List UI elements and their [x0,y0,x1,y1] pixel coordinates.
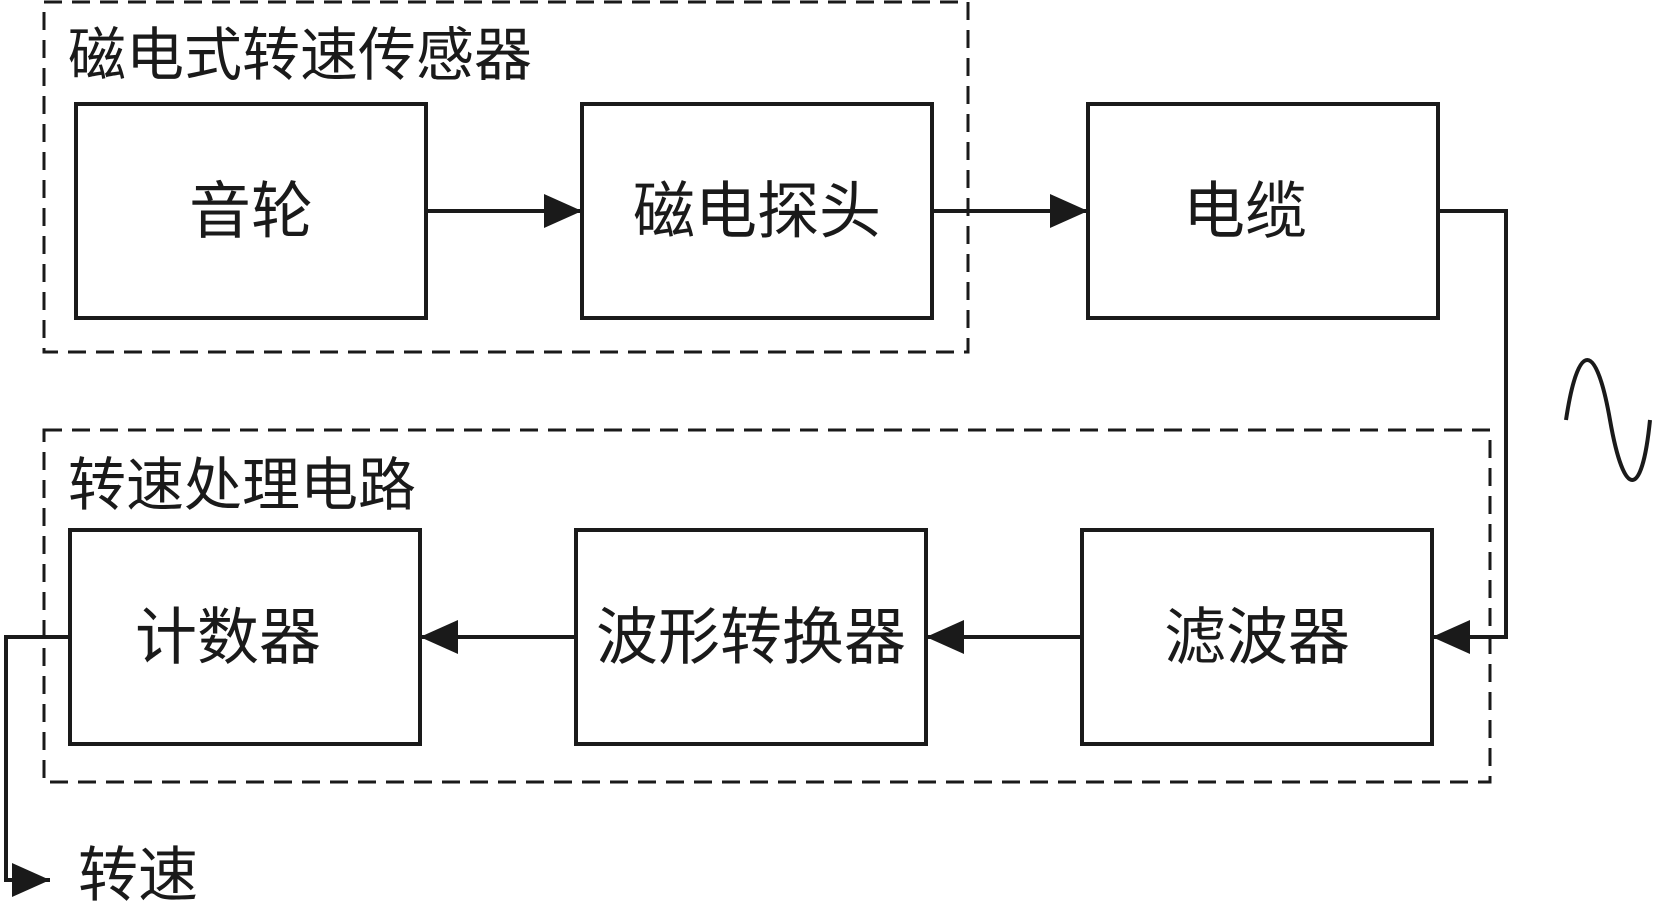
group-processing-frame [42,428,1492,784]
block-counter-frame [68,528,422,746]
arrow-cable-to-filter [1432,209,1508,654]
block-counter-label: 计数器 [135,601,321,674]
block-cable: 电缆 [1086,102,1440,320]
block-magnetic-probe-label: 磁电探头 [633,175,881,248]
block-magnetic-probe-frame [580,102,934,320]
block-filter: 滤波器 [1080,528,1434,746]
block-filter-frame [1080,528,1434,746]
block-tone-wheel: 音轮 [74,102,428,320]
block-waveform-converter: 波形转换器 [574,528,928,746]
block-waveform-converter-frame [574,528,928,746]
output-label: 转速 [78,841,198,902]
block-counter: 计数器 [68,528,422,746]
connectors [4,194,1508,897]
block-cable-frame [1086,102,1440,320]
group-sensor: 磁电式转速传感器 [42,0,970,354]
group-processing: 转速处理电路 [42,428,1492,784]
block-tone-wheel-label: 音轮 [189,175,313,248]
group-sensor-label: 磁电式转速传感器 [68,21,532,89]
block-magnetic-probe: 磁电探头 [580,102,934,320]
block-cable-label: 电缆 [1183,175,1307,248]
group-sensor-frame [42,0,970,354]
block-filter-label: 滤波器 [1164,601,1350,674]
arrow-counter-to-output [4,635,70,897]
group-processing-label: 转速处理电路 [68,451,416,519]
sine-wave-icon [1564,358,1652,482]
block-waveform-converter-label: 波形转换器 [596,601,906,674]
